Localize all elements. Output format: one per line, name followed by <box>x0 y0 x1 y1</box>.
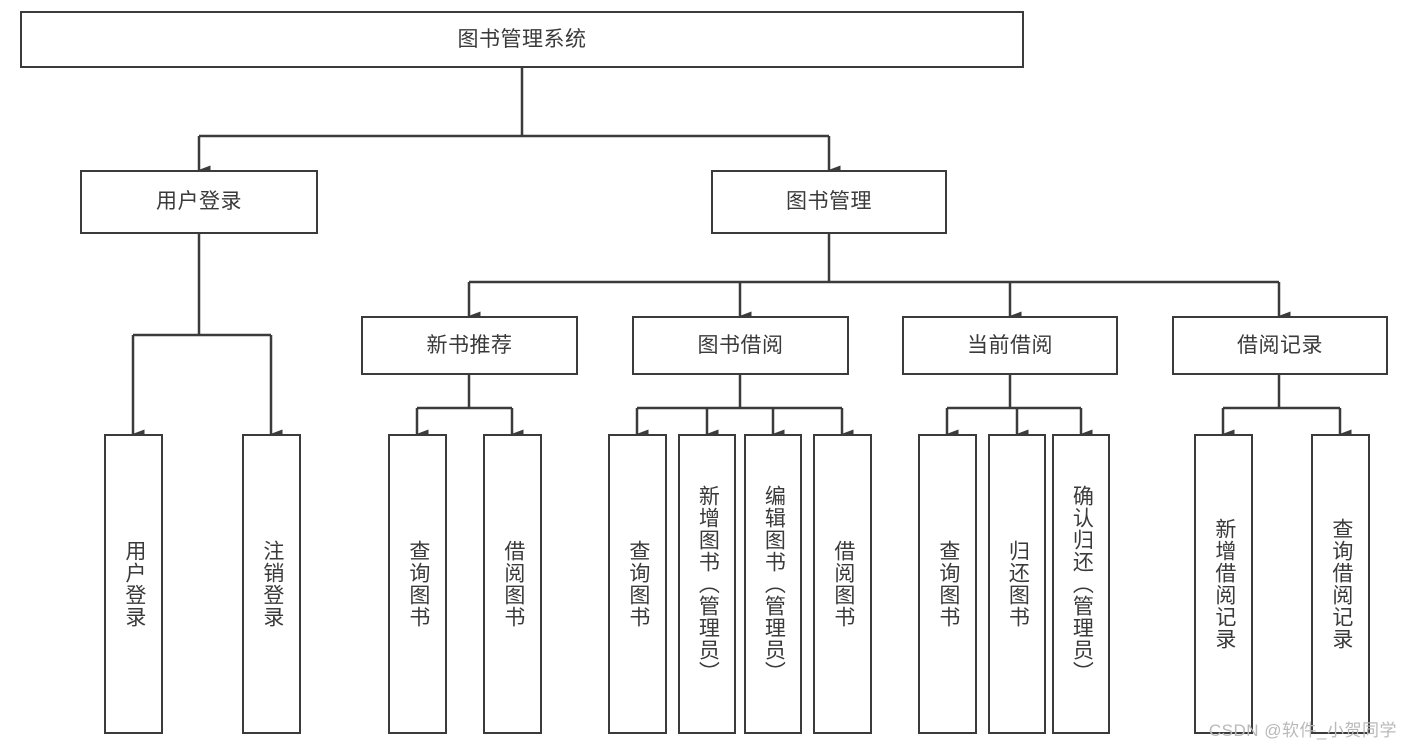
node-leaf-logout-label: 注销登录 <box>260 540 284 628</box>
node-leaf-edit-book[interactable]: 编辑图书（管理员） <box>744 434 802 734</box>
node-leaf-add-book[interactable]: 新增图书（管理员） <box>678 434 736 734</box>
node-leaf-confirm-return-label: 确认归还（管理员） <box>1070 485 1094 683</box>
node-leaf-add-book-label: 新增图书（管理员） <box>696 485 720 683</box>
node-user-login-label: 用户登录 <box>156 190 242 214</box>
node-borrow-record-label: 借阅记录 <box>1237 333 1323 357</box>
node-leaf-query-book-borrow[interactable]: 查询图书 <box>608 434 667 734</box>
node-leaf-edit-book-label: 编辑图书（管理员） <box>762 485 786 683</box>
node-leaf-query-borrow-record-label: 查询借阅记录 <box>1329 518 1353 650</box>
node-leaf-query-book-recommend-label: 查询图书 <box>406 540 430 628</box>
node-book-management-label: 图书管理 <box>786 190 872 214</box>
node-leaf-query-book-current[interactable]: 查询图书 <box>918 434 977 734</box>
node-leaf-return-book[interactable]: 归还图书 <box>988 434 1046 734</box>
node-leaf-add-borrow-record-label: 新增借阅记录 <box>1212 518 1236 650</box>
node-current-borrow-label: 当前借阅 <box>967 333 1053 357</box>
node-user-login[interactable]: 用户登录 <box>80 170 318 234</box>
node-borrow-record[interactable]: 借阅记录 <box>1172 316 1388 375</box>
node-leaf-query-book-current-label: 查询图书 <box>936 540 960 628</box>
node-leaf-logout[interactable]: 注销登录 <box>242 434 301 734</box>
watermark-text: CSDN @软件_小贺同学 <box>1208 721 1397 740</box>
node-leaf-borrow-book-recommend[interactable]: 借阅图书 <box>483 434 542 734</box>
node-current-borrow[interactable]: 当前借阅 <box>902 316 1118 375</box>
node-leaf-add-borrow-record[interactable]: 新增借阅记录 <box>1194 434 1253 734</box>
node-new-book-recommend[interactable]: 新书推荐 <box>361 316 578 375</box>
node-new-book-recommend-label: 新书推荐 <box>426 333 513 357</box>
node-leaf-borrow-book[interactable]: 借阅图书 <box>813 434 872 734</box>
node-leaf-return-book-label: 归还图书 <box>1006 540 1030 628</box>
node-leaf-query-book-borrow-label: 查询图书 <box>626 540 650 628</box>
node-book-borrow[interactable]: 图书借阅 <box>632 316 849 375</box>
node-leaf-borrow-book-label: 借阅图书 <box>831 540 855 628</box>
node-leaf-user-login[interactable]: 用户登录 <box>104 434 163 734</box>
node-leaf-confirm-return[interactable]: 确认归还（管理员） <box>1052 434 1110 734</box>
node-book-management[interactable]: 图书管理 <box>711 170 947 234</box>
node-leaf-borrow-book-recommend-label: 借阅图书 <box>501 540 525 628</box>
node-root-label: 图书管理系统 <box>457 27 587 51</box>
node-leaf-query-book-recommend[interactable]: 查询图书 <box>388 434 447 734</box>
node-leaf-user-login-label: 用户登录 <box>122 540 146 628</box>
node-root[interactable]: 图书管理系统 <box>20 11 1024 68</box>
node-leaf-query-borrow-record[interactable]: 查询借阅记录 <box>1311 434 1370 734</box>
node-book-borrow-label: 图书借阅 <box>697 333 784 357</box>
